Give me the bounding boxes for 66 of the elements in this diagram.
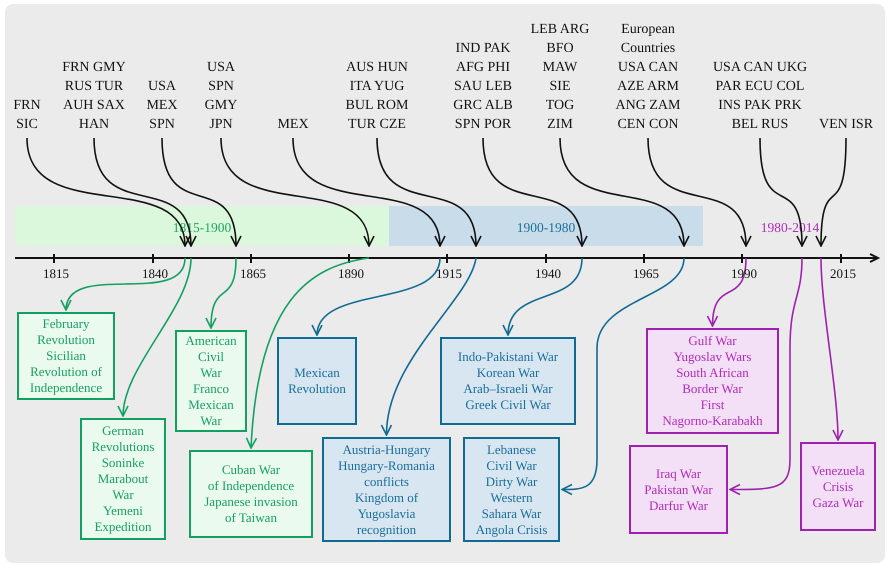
event-text: February Revolution Sicilian Revolution of Independence [30, 316, 102, 396]
year-label: 1890 [337, 266, 365, 282]
arrow [504, 258, 583, 336]
event-box [17, 312, 115, 400]
arrow [313, 258, 441, 336]
arrow [376, 138, 481, 247]
arrow [561, 258, 685, 496]
arrow [220, 138, 374, 247]
event-text: Indo-Pakistani War Korean War Arab–Israeli War Greek Civil War [458, 349, 558, 413]
event-box [175, 330, 247, 432]
event-text: Lebanese Civil War Dirty War Western Sahara War Angola Crisis [476, 442, 548, 538]
arrow [559, 138, 688, 247]
arrow [93, 138, 196, 247]
arrow [206, 258, 237, 329]
country-codes-label: USA SPN GMY JPN [196, 58, 246, 134]
country-codes-label: MEX [268, 115, 318, 134]
event-text: German Revolutions Soninke Marabout War Yemeni Expedition [92, 423, 154, 535]
arrow [161, 138, 241, 247]
arrow [647, 138, 751, 247]
event-box [80, 418, 166, 540]
year-label: 1940 [534, 266, 562, 282]
event-box [646, 328, 779, 434]
event-box [189, 450, 313, 538]
event-text: Iraq War Pakistan War Darfur War [644, 466, 713, 514]
period-band [15, 206, 389, 246]
country-codes-label: IND PAK AFG PHI SAU LEB GRC ALB SPN POR [444, 39, 522, 134]
country-codes-label: FRN SIC [2, 96, 52, 134]
arrow [26, 138, 189, 247]
year-label: 1865 [239, 266, 267, 282]
arrow [62, 258, 186, 311]
event-text: Venezuela Crisis Gaza War [811, 462, 865, 510]
event-box [800, 442, 876, 531]
event-text: Gulf War Yugoslav Wars South African Border War First Nagorno-Karabakh [662, 333, 763, 429]
period-band [389, 206, 703, 246]
event-box [277, 337, 357, 425]
year-label: 1965 [632, 266, 660, 282]
arrow [482, 138, 587, 247]
arrow [292, 138, 444, 247]
event-text: Austria-Hungary Hungary-Romania conflicts Kingdom of Yugoslavia recognition [338, 442, 435, 538]
country-codes-label: USA CAN UKG PAR ECU COL INS PAK PRK BEL RUS [705, 58, 815, 134]
country-codes-label: AUS HUN ITA YUG BUL ROM TUR CZE [338, 58, 416, 134]
event-box [463, 437, 560, 542]
event-text: Mexican Revolution [288, 365, 346, 397]
event-text: American Civil War Franco Mexican War [185, 333, 237, 429]
arrow [816, 138, 847, 247]
event-text: Cuban War of Independence Japanese invasion of Taiwan [204, 462, 298, 526]
event-box [322, 437, 451, 542]
arrow [729, 258, 803, 496]
arrow [707, 258, 747, 327]
arrow [246, 257, 370, 449]
arrow [118, 258, 192, 417]
year-label: 1815 [42, 266, 70, 282]
country-codes-label: European Countries USA CAN AZE ARM ANG ZAM CEN CON [608, 20, 688, 134]
country-codes-label: USA MEX SPN [137, 77, 187, 134]
arrow [820, 258, 844, 441]
year-label: 2015 [829, 266, 857, 282]
country-codes-label: LEB ARG BFO MAW SIE TOG ZIM [522, 20, 598, 134]
country-codes-label: VEN ISR [816, 115, 876, 134]
year-label: 1915 [435, 266, 463, 282]
country-codes-label: FRN GMY RUS TUR AUH SAX HAN [55, 58, 133, 134]
arrow [382, 258, 477, 436]
event-box [629, 445, 728, 534]
arrow [759, 138, 808, 247]
period-label: 1900-1980 [516, 220, 576, 236]
year-label: 1840 [141, 266, 169, 282]
event-box [440, 337, 576, 425]
